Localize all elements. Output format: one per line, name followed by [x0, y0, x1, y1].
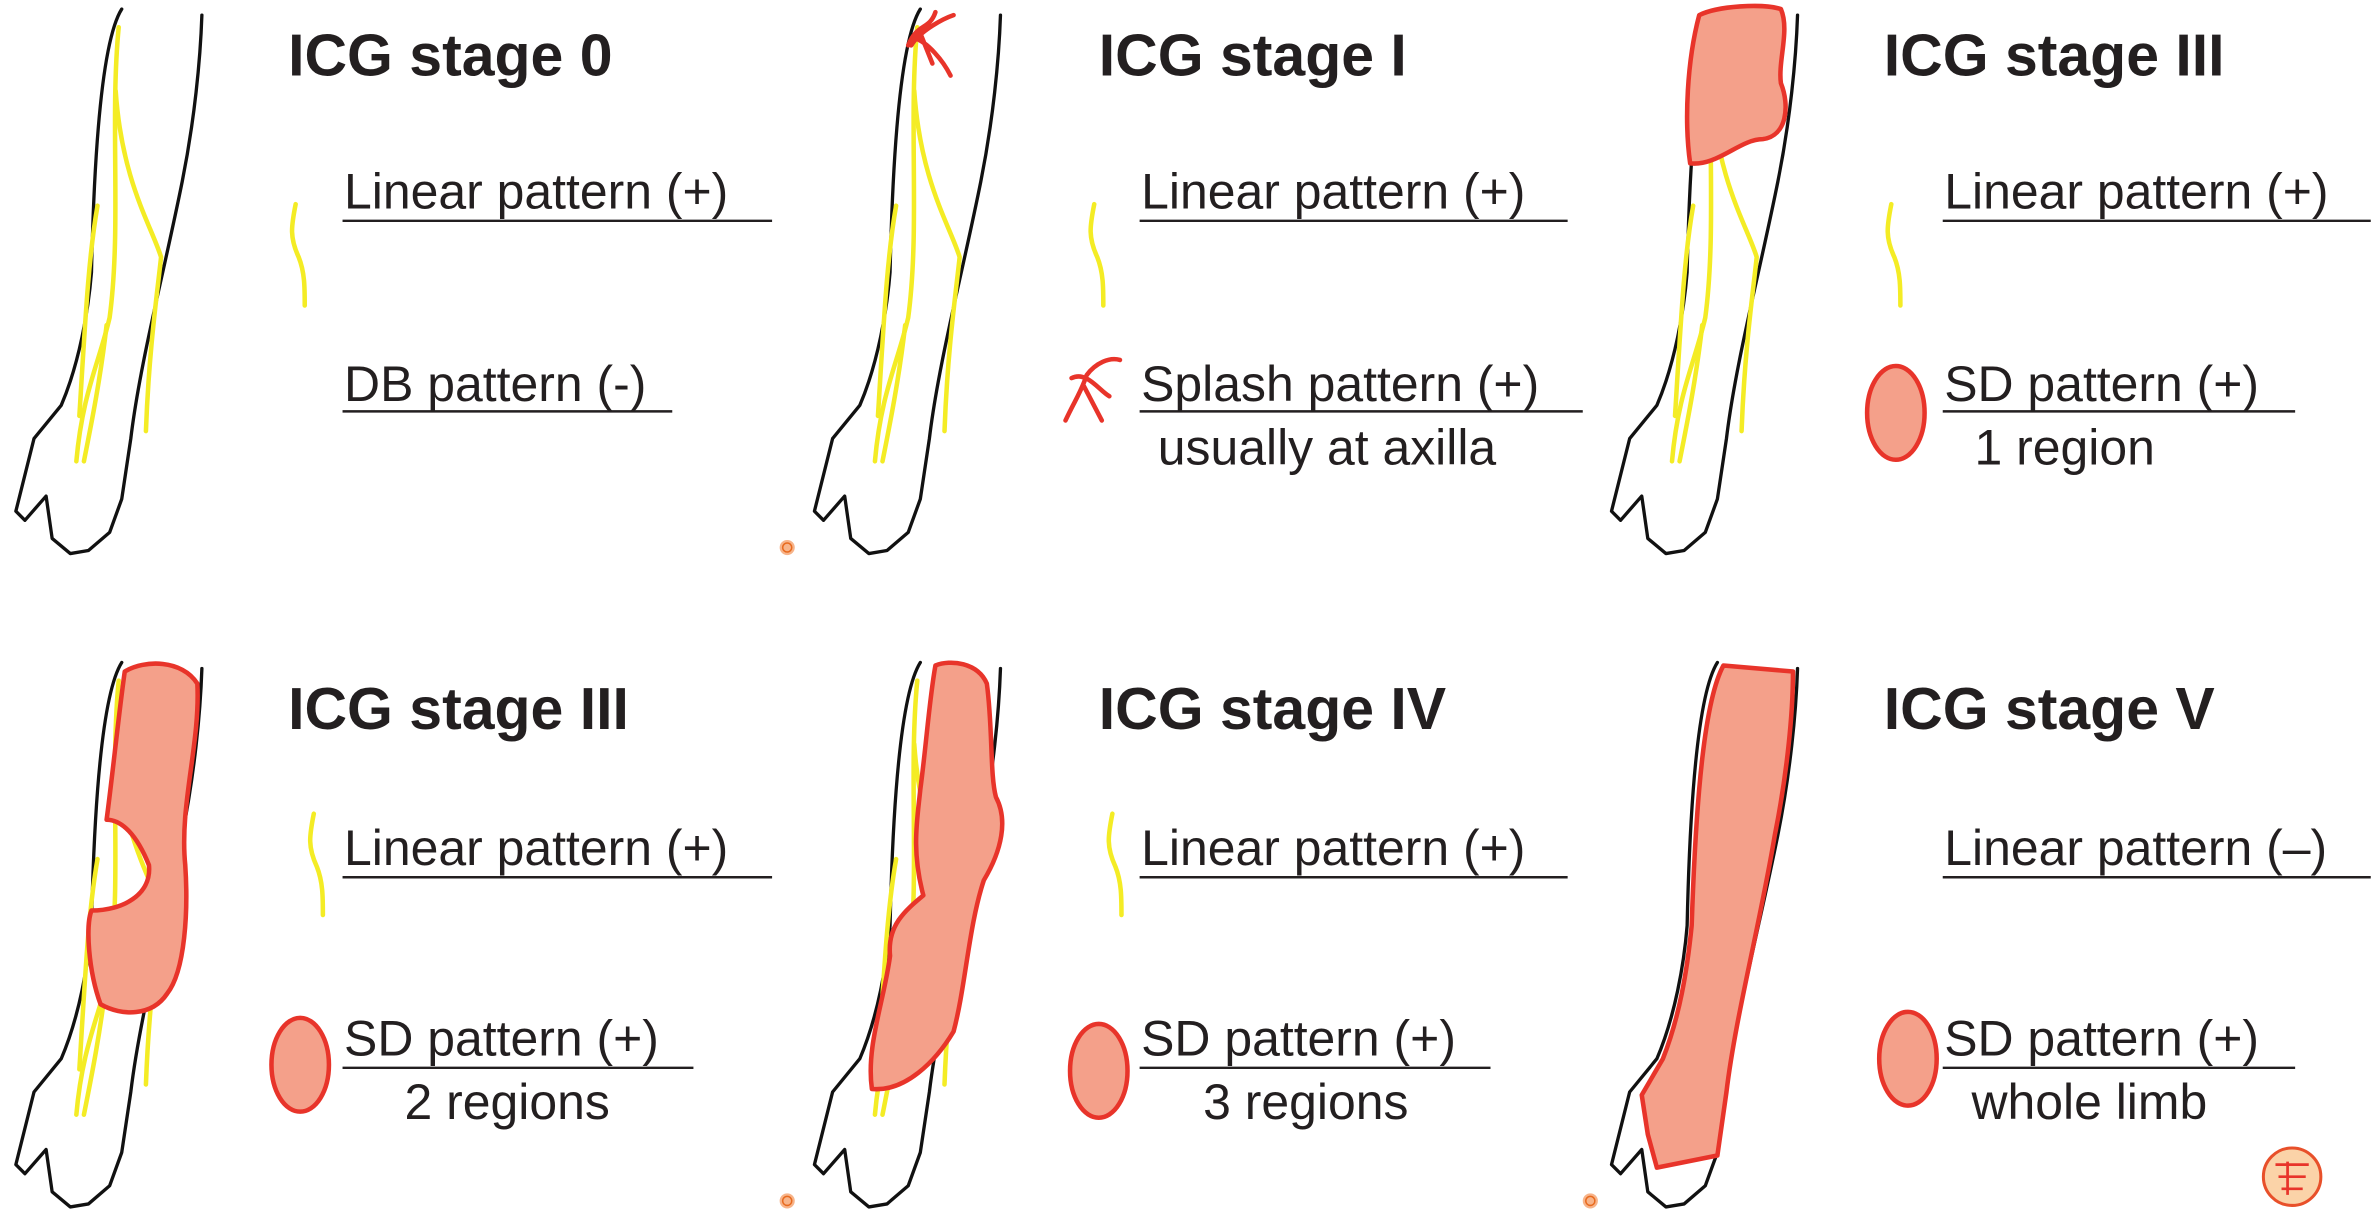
- panel-title: ICG stage V: [1884, 677, 2215, 742]
- linear-pattern-label: Linear pattern (+): [1141, 820, 1525, 876]
- linear-pattern-label: Linear pattern (–): [1944, 820, 2327, 876]
- seal-stamp-icon: [778, 1192, 796, 1210]
- linear-pattern-label: Linear pattern (+): [1141, 164, 1525, 220]
- seal-stamp-icon: [1582, 1192, 1599, 1210]
- sd-pattern-label: SD pattern (+): [344, 1011, 659, 1067]
- db-pattern-label: DB pattern (-): [344, 356, 646, 412]
- region-count: whole limb: [1970, 1074, 2207, 1130]
- seal-stamp-icon: [2261, 1146, 2323, 1207]
- panel-title: ICG stage I: [1099, 24, 1407, 89]
- yellow-line-icon: [1091, 204, 1104, 305]
- linear-pattern-label: Linear pattern (+): [1944, 164, 2328, 220]
- yellow-line-icon: [1888, 204, 1901, 305]
- red-ellipse-icon: [1864, 363, 1927, 463]
- panel-title: ICG stage IV: [1099, 677, 1446, 742]
- seal-stamp-icon: [778, 539, 796, 556]
- region-count: 1 region: [1974, 419, 2154, 475]
- region-count: 3 regions: [1203, 1074, 1408, 1130]
- splash-location-note: usually at axilla: [1158, 419, 1497, 475]
- arm-illustration: [1609, 660, 1800, 1209]
- panel-title: ICG stage III: [288, 677, 629, 742]
- yellow-line-icon: [1109, 814, 1122, 915]
- sd-pattern-label: SD pattern (+): [1944, 356, 2259, 412]
- sd-pattern-label: SD pattern (+): [1944, 1011, 2259, 1067]
- panel-stage-5: ICG stage V Linear pattern (–) SD patter…: [1609, 660, 2371, 1209]
- arm-illustration: [14, 660, 204, 1209]
- arm-illustration: [812, 7, 1003, 556]
- sd-region: [868, 660, 1005, 1092]
- red-splash-icon: [1063, 356, 1123, 423]
- sd-region: [86, 661, 200, 1015]
- yellow-line-icon: [310, 814, 323, 915]
- panel-stage-0: ICG stage 0 Linear pattern (+) DB patter…: [14, 7, 796, 556]
- panel-stage-3b: ICG stage III Linear pattern (+) SD patt…: [14, 660, 796, 1210]
- arm-illustration: [812, 660, 1005, 1209]
- panel-title: ICG stage 0: [288, 24, 612, 89]
- panel-title: ICG stage III: [1884, 24, 2225, 89]
- panel-stage-4: ICG stage IV Linear pattern (+) SD patte…: [812, 660, 1599, 1210]
- panel-stage-1: ICG stage I Linear pattern (+) Splash pa…: [812, 7, 1583, 556]
- sd-region: [1684, 3, 1788, 166]
- red-ellipse-icon: [1876, 1009, 1939, 1108]
- sd-pattern-label: SD pattern (+): [1141, 1011, 1456, 1067]
- arm-illustration: [14, 7, 204, 556]
- arm-illustration: [1609, 3, 1800, 556]
- yellow-line-icon: [292, 204, 305, 305]
- red-ellipse-icon: [269, 1015, 332, 1114]
- panel-stage-3a: ICG stage III Linear pattern (+) SD patt…: [1609, 3, 2371, 556]
- region-count: 2 regions: [405, 1074, 610, 1130]
- linear-pattern-label: Linear pattern (+): [344, 820, 728, 876]
- splash-pattern-label: Splash pattern (+): [1141, 356, 1539, 412]
- red-ellipse-icon: [1067, 1021, 1130, 1120]
- linear-pattern-label: Linear pattern (+): [344, 164, 728, 220]
